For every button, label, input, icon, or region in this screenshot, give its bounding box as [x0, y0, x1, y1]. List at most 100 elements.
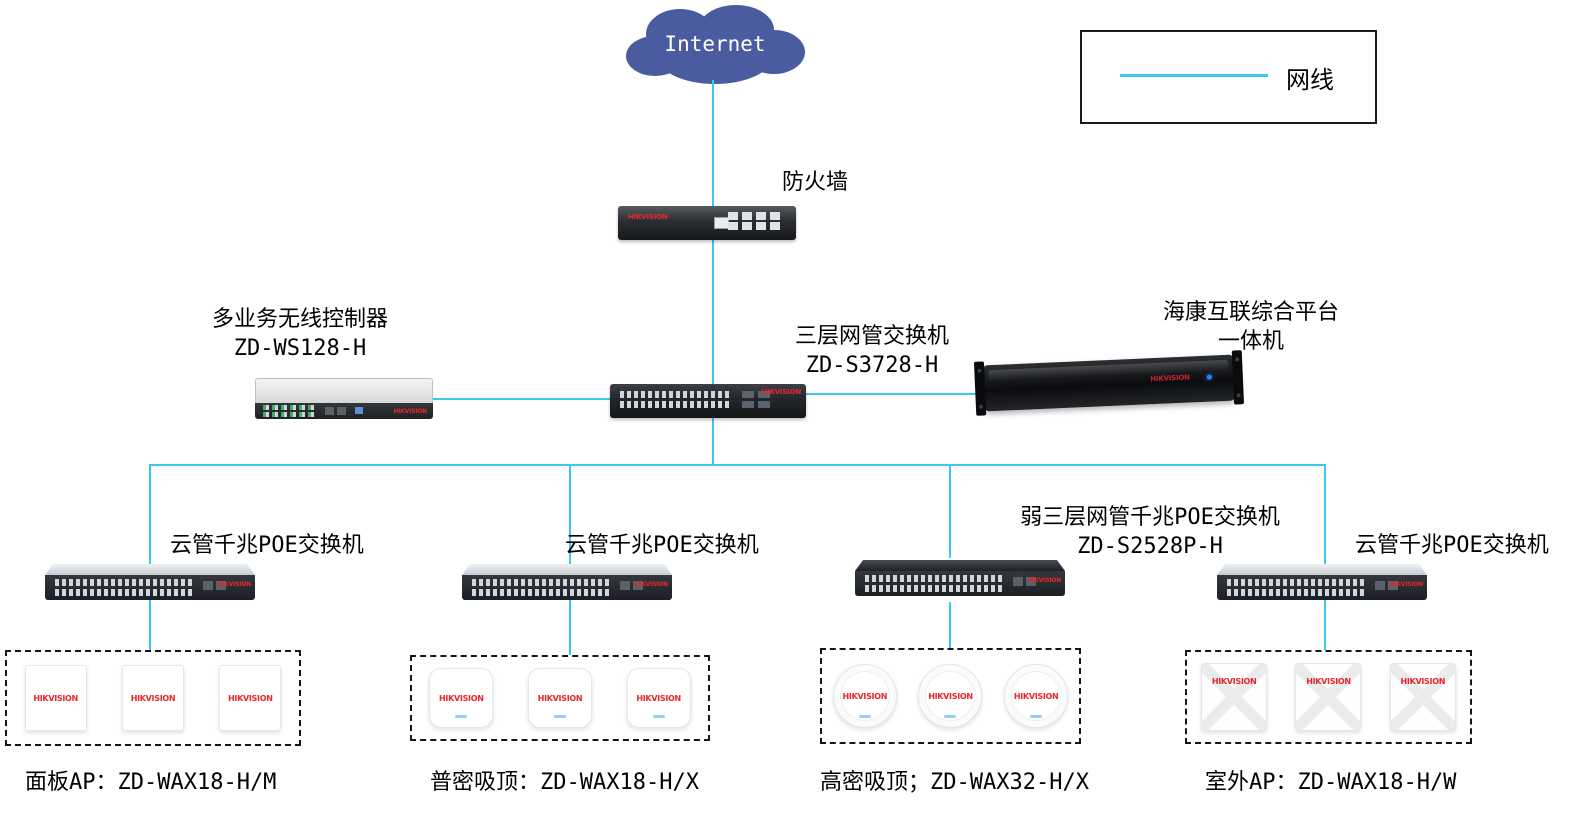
- rack-ear: [1231, 350, 1245, 405]
- poe-switch-3-label: 弱三层网管千兆POE交换机 ZD-S2528P-H: [1000, 503, 1300, 561]
- server-front-gloss: [988, 359, 1229, 382]
- ap-indicator: [553, 715, 566, 718]
- core-switch-model: ZD-S3728-H: [805, 353, 939, 378]
- power-led: [1206, 374, 1212, 380]
- hikvision-logo: HIKVISION: [842, 691, 888, 701]
- controller-model: ZD-WS128-H: [233, 336, 367, 361]
- hikvision-logo: HIKVISION: [1389, 581, 1423, 588]
- cable-internet-firewall: [712, 80, 714, 208]
- internet-cloud: Internet: [620, 2, 810, 88]
- ap-caption-ceiling-highdensity: 高密吸顶；ZD-WAX32-H/X: [820, 770, 1089, 795]
- port-row: [472, 589, 612, 596]
- controller-front-panel: HIKVISION: [255, 403, 433, 419]
- rack-ear: [973, 361, 987, 416]
- ap-indicator: [652, 715, 665, 718]
- port-row: [728, 212, 782, 220]
- cable-switch3-aps: [949, 602, 951, 648]
- ceiling-ap: HIKVISION: [429, 668, 494, 728]
- ethernet-ports: [55, 579, 195, 599]
- port-row: [865, 585, 1005, 592]
- round-ceiling-ap: HIKVISION: [918, 664, 983, 728]
- internet-label: Internet: [664, 32, 766, 56]
- cable-bus-switch2: [569, 464, 571, 564]
- controller-label: 多业务无线控制器 ZD-WS128-H: [200, 305, 400, 363]
- ethernet-ports: [472, 579, 612, 599]
- ethernet-ports: [263, 405, 315, 419]
- round-ceiling-ap: HIKVISION: [1004, 664, 1069, 728]
- cable-bus-switch1: [149, 464, 151, 564]
- cable-switch1-aps: [149, 600, 151, 650]
- ap-indicator: [1030, 715, 1043, 718]
- poe-switch-3-name: 弱三层网管千兆POE交换机: [1020, 505, 1280, 530]
- poe-switch-1-label: 云管千兆POE交换机: [170, 533, 364, 558]
- port-row: [620, 391, 732, 398]
- platform-server-name: 海康互联综合平台: [1162, 300, 1339, 325]
- port-row: [263, 405, 315, 410]
- ap-indicator: [944, 715, 957, 718]
- hikvision-logo: HIKVISION: [1150, 373, 1191, 384]
- cable-bus-switch4: [1324, 464, 1326, 564]
- switch-front-panel: HIKVISION: [45, 575, 255, 600]
- switch-front-panel: HIKVISION: [462, 575, 672, 600]
- outdoor-ap: HIKVISION: [1201, 663, 1268, 731]
- port-row: [1227, 589, 1367, 596]
- core-switch-device: HIKVISION: [610, 384, 806, 418]
- firewall-device: HIKVISION: [618, 206, 796, 240]
- port-row: [1227, 579, 1367, 586]
- ap-indicator: [858, 715, 871, 718]
- legend-cable-line: [1120, 74, 1268, 77]
- ap-group-ceiling-standard: HIKVISION HIKVISION HIKVISION: [410, 655, 710, 741]
- port-row: [55, 579, 195, 586]
- switch-front-panel: HIKVISION: [1217, 575, 1427, 600]
- port-row: [865, 575, 1005, 582]
- sfp-ports: [620, 581, 644, 590]
- sfp-ports: [1013, 577, 1037, 586]
- cable-core-bus: [712, 418, 714, 465]
- hikvision-logo: HIKVISION: [628, 213, 668, 221]
- ceiling-ap: HIKVISION: [626, 668, 691, 728]
- core-switch-name: 三层网管交换机: [794, 324, 949, 349]
- port-row: [620, 401, 732, 408]
- ap-indicator: [455, 715, 468, 718]
- hikvision-logo: HIKVISION: [636, 693, 681, 703]
- controller-top-panel: [255, 378, 433, 403]
- sfp-ports: [325, 407, 347, 415]
- ap-group-ceiling-highdensity: HIKVISION HIKVISION HIKVISION: [820, 648, 1081, 744]
- port-row: [742, 401, 772, 408]
- hikvision-logo: HIKVISION: [33, 693, 78, 703]
- poe-switch-1-device: HIKVISION: [45, 564, 255, 600]
- cable-firewall-core: [712, 240, 714, 384]
- port-row: [472, 579, 612, 586]
- round-ceiling-ap: HIKVISION: [832, 664, 897, 728]
- outdoor-ap: HIKVISION: [1389, 663, 1456, 731]
- sfp-ports: [203, 581, 227, 590]
- platform-server-device: HIKVISION: [973, 350, 1245, 416]
- port-row: [742, 391, 772, 398]
- platform-server-name2: 一体机: [1217, 329, 1284, 354]
- ap-group-panel: HIKVISION HIKVISION HIKVISION: [5, 650, 301, 746]
- ap-group-outdoor: HIKVISION HIKVISION HIKVISION: [1185, 650, 1472, 744]
- switch-top-panel: [462, 564, 672, 575]
- panel-ap: HIKVISION: [24, 665, 87, 731]
- hikvision-logo: HIKVISION: [393, 408, 427, 415]
- switch-top-panel: [855, 560, 1065, 571]
- cable-distribution-bus: [149, 464, 1326, 466]
- ethernet-ports: [1227, 579, 1367, 599]
- poe-switch-4-device: HIKVISION: [1217, 564, 1427, 600]
- firewall-display: [714, 217, 729, 229]
- wireless-controller-device: HIKVISION: [255, 378, 433, 419]
- legend: 网线: [1080, 30, 1377, 124]
- hikvision-logo: HIKVISION: [537, 693, 583, 703]
- ap-caption-outdoor: 室外AP：ZD-WAX18-H/W: [1205, 770, 1457, 795]
- sfp-ports: [742, 391, 772, 411]
- switch-top-panel: [45, 564, 255, 575]
- controller-name: 多业务无线控制器: [211, 307, 388, 332]
- ceiling-ap: HIKVISION: [527, 668, 592, 728]
- hikvision-logo: HIKVISION: [1211, 677, 1257, 686]
- cable-controller-core: [433, 398, 610, 400]
- outdoor-ap: HIKVISION: [1295, 663, 1362, 731]
- hikvision-logo: HIKVISION: [130, 693, 176, 703]
- poe-switch-2-device: HIKVISION: [462, 564, 672, 600]
- platform-server-label: 海康互联综合平台 一体机: [1151, 298, 1351, 356]
